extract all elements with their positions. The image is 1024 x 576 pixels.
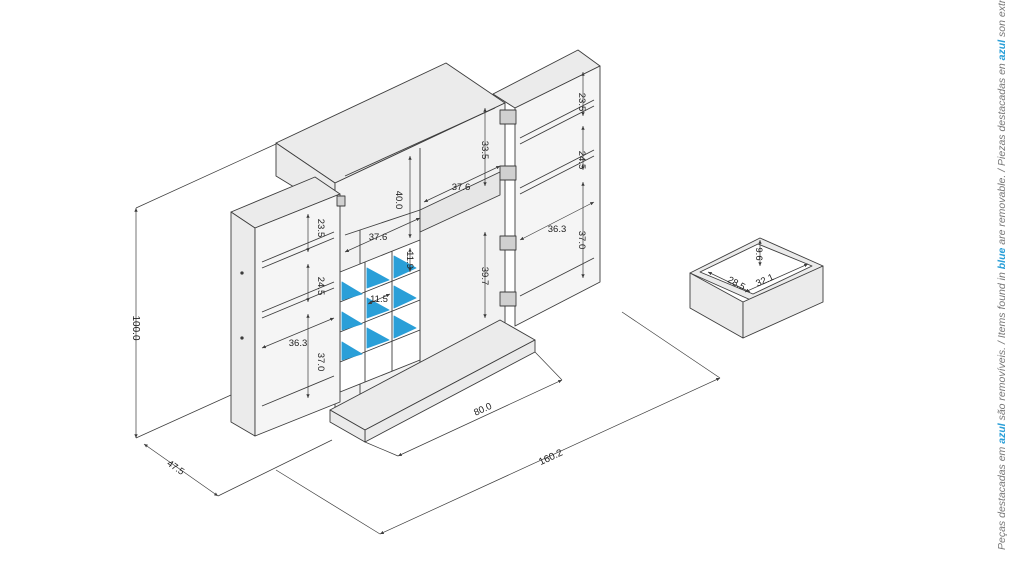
removable-dividers xyxy=(341,255,417,361)
dim-left-mid: 24.5 xyxy=(315,277,326,296)
base-width-line xyxy=(397,379,563,457)
dim-center-left-w: 37.6 xyxy=(369,232,388,243)
hinges xyxy=(336,109,517,307)
dim-center-upper-w: 37.6 xyxy=(452,182,471,193)
dim-niche-h: 11.9 xyxy=(404,251,415,269)
dim-left-top: 23.5 xyxy=(315,219,326,238)
depth-line xyxy=(143,443,219,497)
dim-center-left-h: 40.0 xyxy=(393,191,404,210)
dim-height-total: 100.0 xyxy=(130,315,141,340)
dim-left-bottom-w: 36.3 xyxy=(289,338,308,349)
left-door xyxy=(230,176,341,437)
dim-niche-w: 11.5 xyxy=(370,294,388,305)
dim-left-bottom-h: 37.0 xyxy=(315,353,326,372)
dim-center-lower-h: 39.7 xyxy=(479,267,490,286)
dim-width-total: 160.2 xyxy=(537,447,565,468)
right-door xyxy=(492,49,601,327)
width-total-line xyxy=(379,377,721,535)
removable-parts-note: Peças destacadas em azul são removíveis.… xyxy=(996,0,1008,550)
dim-drawer-h: 9.6 xyxy=(753,247,764,260)
dim-right-bottom-h: 37.0 xyxy=(576,231,587,250)
dim-right-bottom-w: 36.3 xyxy=(548,224,567,235)
dim-right-top: 23.5 xyxy=(576,93,587,112)
dim-right-mid: 24.5 xyxy=(576,151,587,170)
dim-base-width: 80.0 xyxy=(472,401,493,419)
dim-depth: 47.5 xyxy=(165,458,186,478)
dim-center-top-h: 33.5 xyxy=(479,141,490,160)
